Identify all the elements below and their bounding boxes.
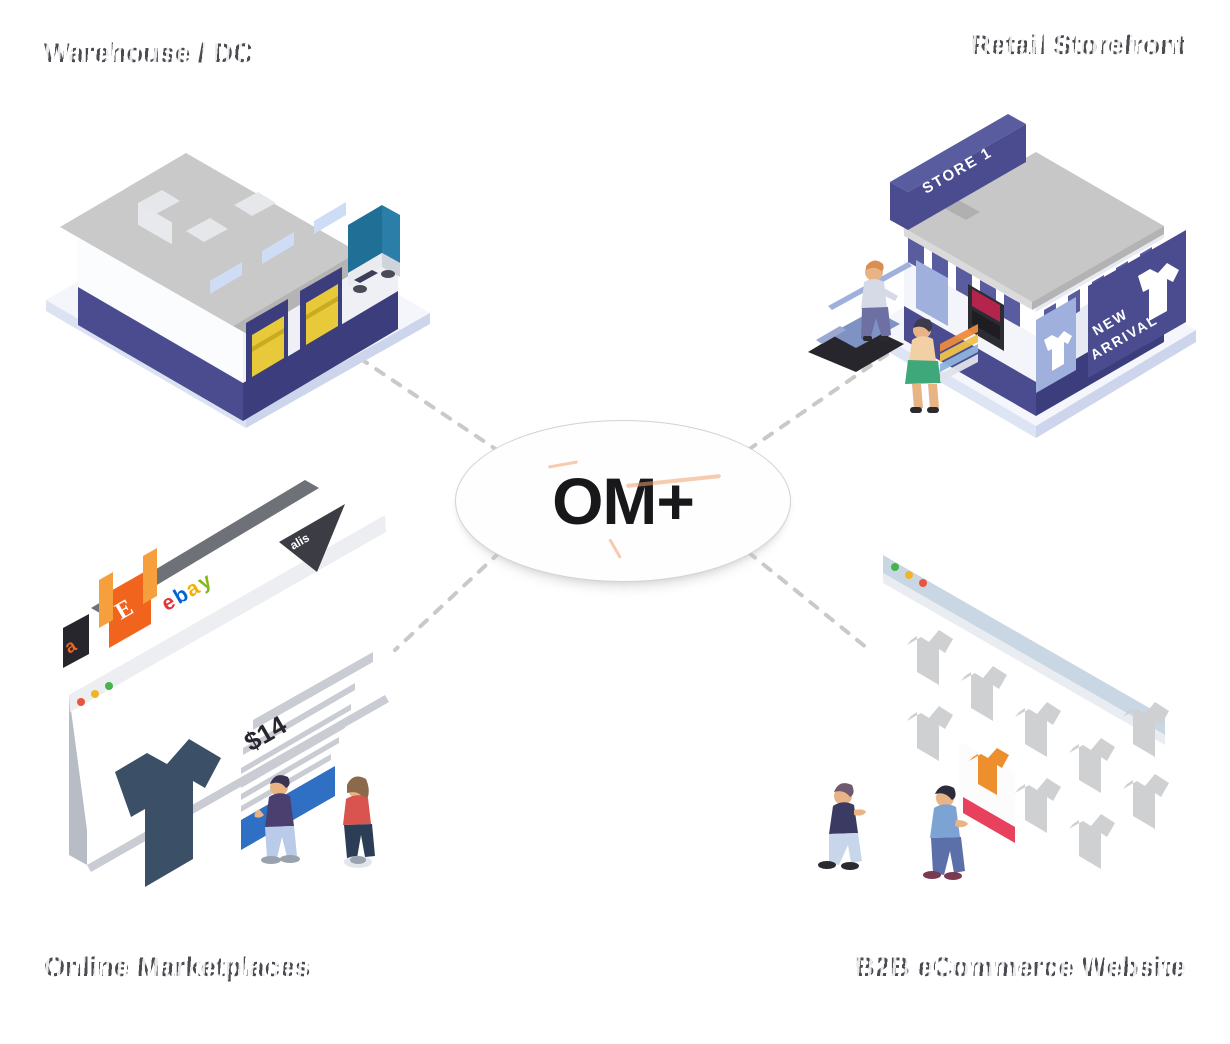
product-tshirt	[115, 739, 221, 887]
spoke-to-warehouse	[338, 343, 502, 454]
b2b-featured-tile	[959, 741, 1015, 843]
b2b-traffic-lights	[891, 563, 927, 587]
hub-streak-lower	[608, 538, 622, 559]
store-new-arrival-banner: NEW ARRIVAL	[1088, 230, 1186, 378]
person-walker-lightblue	[923, 785, 968, 880]
b2b-product-grid	[907, 630, 1169, 869]
store-shoppers	[800, 248, 980, 428]
store-tv-display	[968, 284, 1004, 351]
node-b2b-browser[interactable]	[865, 545, 1215, 925]
browser-title-bar	[69, 515, 386, 712]
hub-label: OM+	[552, 464, 695, 538]
spoke-to-store	[746, 340, 907, 452]
caption-bottom-right: B2B eCommerce Website	[855, 952, 1186, 982]
alibaba-logo-block	[279, 504, 345, 572]
node-retail-store[interactable]: STORE 1	[808, 108, 1198, 438]
warehouse-base	[78, 285, 398, 421]
b2b-nav-bars	[891, 597, 1133, 751]
amazon-logo-block	[63, 614, 89, 668]
caption-top-right: Retail Storefront	[971, 30, 1186, 60]
node-marketplace-browser[interactable]: $14 E e b a y a alis	[55, 480, 455, 920]
featured-sale-bar	[963, 797, 1015, 843]
hub-node[interactable]: OM+	[455, 420, 791, 588]
b2b-viewers	[805, 768, 1005, 898]
tshirt-icon-banner	[1138, 263, 1179, 321]
caption-top-left: Warehouse / DC	[44, 38, 253, 68]
browser-traffic-lights	[77, 682, 113, 706]
hub-ellipse[interactable]: OM+	[455, 420, 791, 582]
person-shopper-with-cart	[861, 260, 898, 341]
store-roof	[904, 152, 1164, 310]
caption-bottom-left: Online Marketplaces	[44, 952, 311, 982]
tshirt-icon-window	[1044, 331, 1072, 371]
warehouse-windows	[210, 202, 346, 294]
marketplace-viewers	[245, 765, 395, 880]
etsy-logo-block	[109, 568, 151, 648]
person-shopper-green-skirt	[905, 318, 978, 413]
store-window-left	[916, 260, 948, 326]
store-window-shirt	[1036, 297, 1076, 393]
person-walker-navy	[818, 783, 866, 870]
person-browser-woman-red	[343, 776, 375, 868]
b2b-window-face	[883, 555, 1165, 900]
delivery-truck	[348, 205, 400, 293]
person-browser-man-purple	[254, 775, 300, 864]
marketplace-logos: E e b a y a alis	[61, 480, 345, 668]
featured-tshirt-icon	[969, 748, 1009, 795]
product-text-lines	[241, 652, 373, 812]
spoke-to-b2b	[746, 550, 874, 654]
b2b-title-bar	[883, 555, 1165, 735]
warehouse-loading-docks	[246, 267, 342, 383]
node-warehouse[interactable]	[38, 95, 438, 428]
spoke-to-marketplace	[393, 550, 502, 652]
